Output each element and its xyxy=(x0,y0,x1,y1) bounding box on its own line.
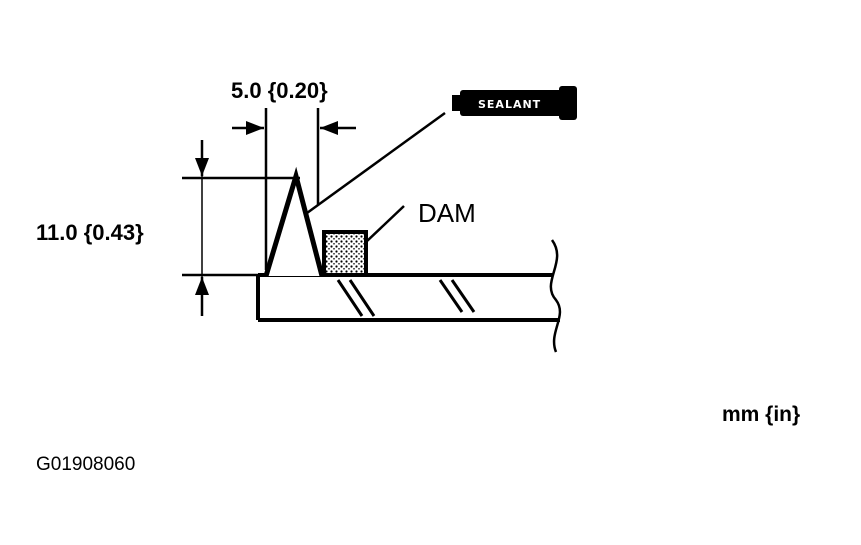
dam-leader-line xyxy=(365,205,405,243)
width-dimension-label: 5.0 {0.20} xyxy=(231,78,328,103)
sealant-tube-icon xyxy=(452,86,577,120)
height-dimension xyxy=(182,140,300,316)
width-dimension xyxy=(232,108,356,270)
sealant-tube-label: SEALANT xyxy=(478,98,541,111)
sealant-bead xyxy=(263,166,325,277)
figure-code: G01908060 xyxy=(36,454,135,475)
dam-block xyxy=(322,230,368,277)
units-label: mm {in} xyxy=(722,403,800,426)
sealant-leader-line xyxy=(306,111,446,215)
dam-label: DAM xyxy=(418,198,476,228)
height-dimension-label: 11.0 {0.43} xyxy=(36,220,144,245)
